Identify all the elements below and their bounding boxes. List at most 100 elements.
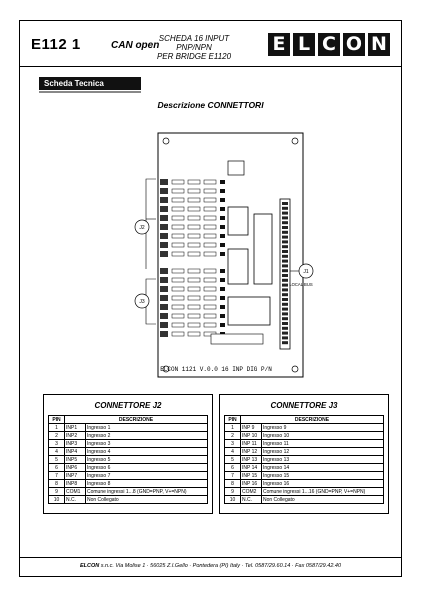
description-cell: Ingresso 5 [85, 455, 208, 464]
terminal-pin [160, 179, 168, 185]
signal-cell: N.C. [64, 495, 86, 504]
connector-j2-title: CONNETTORE J2 [94, 401, 162, 410]
ic-chip [227, 206, 249, 236]
signal-cell: INP 9 [240, 423, 262, 432]
signal-cell: INP7 [64, 471, 86, 480]
description-cell: Ingresso 14 [261, 463, 384, 472]
diode [220, 287, 225, 291]
signal-cell: N.C. [240, 495, 262, 504]
diode [220, 198, 225, 202]
description-cell: Non Collegato [85, 495, 208, 504]
signal-cell: INP 12 [240, 447, 262, 456]
footer-text: s.n.c. Via Molise 1 · 56025 Z.I.Gello · … [100, 563, 342, 569]
header-divider [20, 66, 401, 67]
bus-pin [282, 293, 288, 297]
diode [220, 278, 225, 282]
logo-letter: N [368, 33, 390, 56]
description-header: DESCRIZIONE [64, 415, 208, 424]
product-code: E112 1 [31, 36, 81, 53]
resistor [203, 304, 217, 310]
description-header: DESCRIZIONE [240, 415, 384, 424]
resistor [187, 286, 201, 292]
signal-cell: INP 16 [240, 479, 262, 488]
resistor-array [210, 333, 264, 345]
terminal-pin [160, 197, 168, 203]
description-cell: Ingresso 13 [261, 455, 384, 464]
bus-pin [282, 211, 288, 215]
j2-callout [134, 219, 150, 235]
component-rows [160, 179, 225, 337]
description-cell: Ingresso 12 [261, 447, 384, 456]
logo-letter: E [268, 33, 290, 56]
bus-pin [282, 331, 288, 335]
bus-pin [282, 254, 288, 258]
signal-cell: INP8 [64, 479, 86, 488]
description-cell: Ingresso 2 [85, 431, 208, 440]
signal-cell: INP 15 [240, 471, 262, 480]
bus-pin [282, 230, 288, 234]
resistor [187, 197, 201, 203]
bus-pin [282, 341, 288, 345]
diode [220, 305, 225, 309]
description-cell: Ingresso 3 [85, 439, 208, 448]
bus-pin [282, 322, 288, 325]
page-header: E112 1 CAN open SCHEDA 16 INPUT PNP/NPN … [20, 21, 401, 64]
j1-callout [298, 263, 314, 279]
j1-label: J1 [303, 269, 309, 275]
small-ic [227, 160, 245, 176]
resistor [187, 224, 201, 230]
description-cell: Ingresso 7 [85, 471, 208, 480]
diode [220, 234, 225, 238]
pin-cell: 6 [48, 463, 65, 472]
pin-cell: 8 [224, 479, 241, 488]
logo-letter: O [343, 33, 365, 56]
pin-cell: 2 [224, 431, 241, 440]
resistor [171, 179, 185, 185]
signal-cell: INP2 [64, 431, 86, 440]
bus-pin [282, 269, 288, 273]
resistor [203, 268, 217, 274]
signal-cell: COM1 [64, 487, 86, 496]
resistor [203, 233, 217, 239]
diode [220, 314, 225, 318]
description-cell: Ingresso 9 [261, 423, 384, 432]
resistor [171, 197, 185, 203]
section-title: Descrizione CONNETTORI [157, 100, 264, 110]
resistor [171, 206, 185, 212]
footer-company: ELCON [79, 563, 100, 569]
bus-pin [282, 264, 288, 268]
pin-cell: 4 [224, 447, 241, 456]
resistor [203, 206, 217, 212]
terminal-pin [160, 251, 168, 257]
pin-cell: 1 [224, 423, 241, 432]
resistor [171, 224, 185, 230]
pin-cell: 4 [48, 447, 65, 456]
resistor [187, 215, 201, 221]
diode [220, 180, 225, 184]
resistor [187, 322, 201, 328]
bus-pin [282, 326, 288, 330]
pin-header: PIN [224, 415, 241, 424]
resistor [171, 268, 185, 274]
resistor [171, 331, 185, 337]
bus-pin [282, 302, 288, 306]
resistor [171, 277, 185, 283]
diode [220, 207, 225, 211]
bus-pin [282, 312, 288, 316]
bus-pin [282, 216, 288, 220]
resistor [187, 304, 201, 310]
bus-pin [282, 226, 288, 229]
diode [220, 269, 225, 273]
pin-cell: 6 [224, 463, 241, 472]
bus-pin [282, 235, 288, 239]
pin-cell: 9 [48, 487, 65, 496]
board-diagram: ELCON 1121 V.0.0 16 INP DIG P/N J2 J3 J1… [116, 119, 316, 384]
